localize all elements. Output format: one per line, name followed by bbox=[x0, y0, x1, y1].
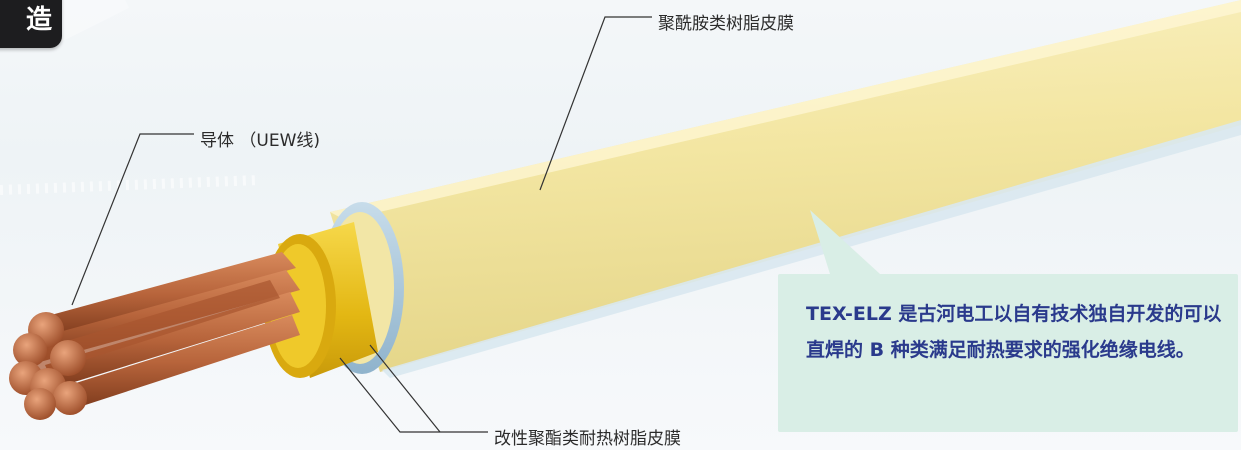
label-conductor: 导体 （UEW线) bbox=[200, 131, 321, 151]
callout-box: TEX-ELZ 是古河电工以自有技术独自开发的可以直焊的 B 种类满足耐热要求的… bbox=[778, 274, 1238, 432]
leader-line-conductor bbox=[71, 133, 194, 306]
conductor-strands bbox=[20, 252, 300, 410]
light-streak bbox=[0, 175, 261, 195]
polyamide-layer-shadow-edge bbox=[382, 120, 1241, 378]
polyamide-layer-body bbox=[330, 0, 1241, 372]
leader-line-polyester-b bbox=[369, 344, 441, 433]
label-polyamide-layer: 聚酰胺类树脂皮膜 bbox=[658, 14, 794, 34]
conductor-end-faces bbox=[9, 312, 87, 420]
label-polyester-layer: 改性聚酯类耐热树脂皮膜 bbox=[494, 429, 681, 449]
leader-line-polyester-a bbox=[339, 357, 488, 433]
callout-pointer bbox=[810, 210, 880, 274]
leader-line-polyamide bbox=[539, 16, 652, 191]
section-tag: 造 bbox=[0, 0, 62, 48]
polyamide-layer-highlight bbox=[330, 0, 1241, 220]
callout-text: TEX-ELZ 是古河电工以自有技术独自开发的可以直焊的 B 种类满足耐热要求的… bbox=[806, 303, 1222, 361]
